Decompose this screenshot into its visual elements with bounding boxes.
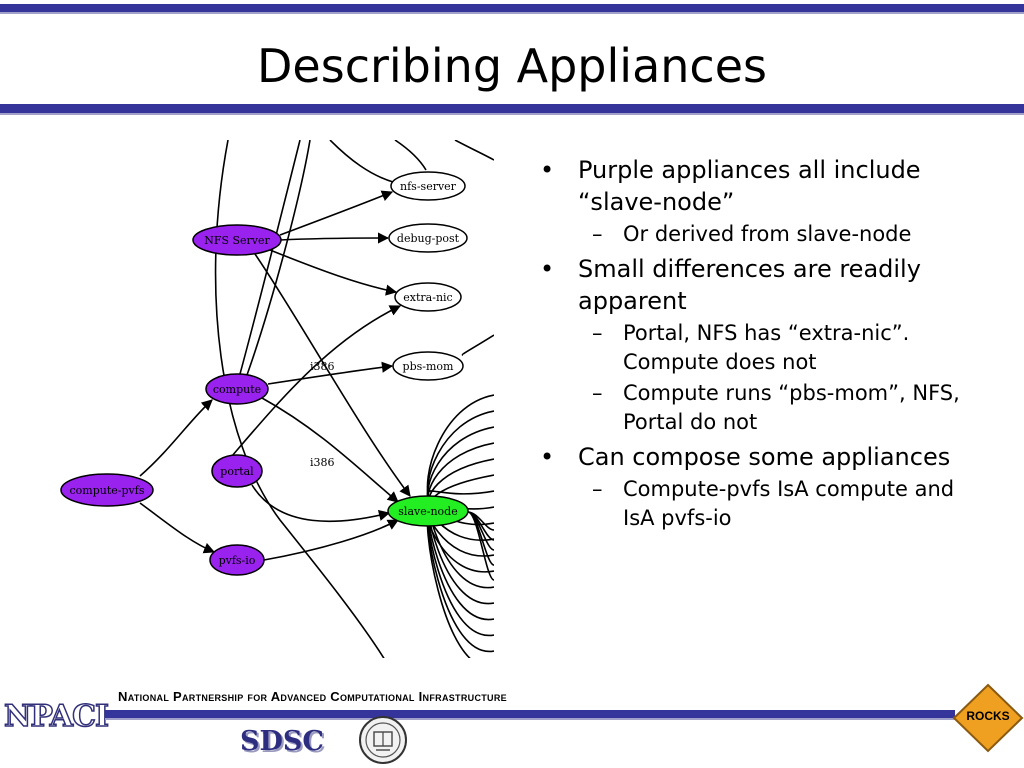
node-label: extra-nic — [403, 291, 452, 304]
dash-marker: – — [592, 381, 603, 405]
bullet-text: Compute runs “pbs-mom”, NFS, Portal do n… — [623, 381, 960, 434]
sub-bullet-item: –Or derived from slave-node — [540, 220, 980, 249]
bullet-text: Small differences are readily apparent — [578, 255, 921, 315]
node-label: NFS Server — [204, 234, 270, 247]
bullet-text: Compute-pvfs IsA compute and IsA pvfs-io — [623, 477, 955, 530]
node-label: pvfs-io — [219, 554, 256, 567]
graph-node: pbs-mom — [392, 351, 464, 381]
node-label: portal — [220, 465, 254, 478]
node-label: nfs-server — [400, 180, 457, 193]
graph-edge — [214, 140, 385, 658]
bullet-marker: • — [540, 443, 555, 471]
graph-node: portal — [211, 454, 263, 488]
dash-marker: – — [592, 477, 603, 501]
node-label: compute — [213, 383, 261, 396]
graph-edge — [251, 484, 391, 523]
bullet-text: Or derived from slave-node — [623, 222, 912, 246]
node-shape — [387, 495, 469, 527]
graph-edge — [231, 305, 402, 457]
graph-edge — [279, 190, 394, 236]
university-seal-icon — [359, 716, 407, 764]
npaci-logo: NPACI — [3, 698, 109, 735]
rocks-logo-icon — [952, 683, 1024, 753]
footer-org-name: National Partnership for Advanced Comput… — [118, 689, 507, 704]
node-shape — [192, 224, 282, 256]
graph-edge — [261, 397, 399, 503]
graph-node: compute-pvfs — [60, 473, 154, 507]
node-shape — [211, 454, 263, 488]
graph-edge — [139, 502, 216, 554]
sub-bullet-item: –Compute-pvfs IsA compute and IsA pvfs-i… — [540, 475, 980, 533]
top-divider-bar — [0, 4, 1024, 14]
graph-node: compute — [205, 373, 269, 405]
bullet-marker: • — [540, 255, 555, 283]
sub-bullet-item: –Compute runs “pbs-mom”, NFS, Portal do … — [540, 379, 980, 437]
bullet-item: • Can compose some appliances — [540, 441, 980, 473]
graph-edge — [426, 410, 494, 505]
appliance-graph: nfs-server debug-post extra-nic pbs-mom NFS … — [60, 140, 494, 658]
bullet-item: • Small differences are readily apparent — [540, 253, 980, 317]
graph-edge — [394, 140, 427, 171]
node-label: pbs-mom — [403, 360, 454, 373]
node-shape — [390, 171, 466, 201]
graph-node: slave-node — [387, 495, 469, 527]
bullet-text: Purple appliances all include “slave-nod… — [578, 156, 921, 216]
graph-node: nfs-server — [390, 171, 466, 201]
sub-bullet-item: –Portal, NFS has “extra-nic”. Compute do… — [540, 319, 980, 377]
bullet-list: • Purple appliances all include “slave-no… — [540, 150, 980, 533]
graph-edge — [461, 334, 494, 356]
node-shape — [388, 223, 468, 253]
node-shape — [205, 373, 269, 405]
graph-node: NFS Server — [192, 224, 282, 256]
graph-edge — [467, 511, 494, 581]
rocks-logo-text: ROCKS — [966, 709, 1010, 723]
footer-divider-bar — [105, 710, 955, 720]
node-shape — [209, 544, 265, 576]
graph-node: pvfs-io — [209, 544, 265, 576]
title-divider-bar — [0, 104, 1024, 115]
slide-title: Describing Appliances — [257, 39, 767, 93]
graph-edge — [139, 399, 213, 477]
graph-edge — [329, 140, 394, 183]
edge-label: i386 — [310, 360, 335, 373]
node-label: slave-node — [398, 505, 457, 518]
bullet-text: Can compose some appliances — [578, 443, 951, 471]
edge-label: i386 — [310, 456, 335, 469]
graph-edge — [269, 249, 398, 296]
graph-node: debug-post — [388, 223, 468, 253]
graph-edge — [239, 140, 301, 375]
bullet-item: • Purple appliances all include “slave-no… — [540, 154, 980, 218]
bullet-marker: • — [540, 156, 555, 184]
node-label: debug-post — [397, 232, 460, 245]
dash-marker: – — [592, 321, 603, 345]
sdsc-logo: SDSC — [240, 726, 324, 757]
bullet-text: Portal, NFS has “extra-nic”. Compute doe… — [623, 321, 910, 374]
graph-edge — [279, 232, 390, 244]
dash-marker: – — [592, 222, 603, 246]
graph-edge — [263, 519, 399, 561]
node-shape — [392, 351, 464, 381]
graph-node: extra-nic — [394, 282, 462, 312]
node-label: compute-pvfs — [70, 484, 145, 497]
node-shape — [60, 473, 154, 507]
graph-edge — [267, 361, 394, 385]
graph-edge — [426, 490, 494, 501]
node-shape — [394, 282, 462, 312]
graph-edge — [454, 140, 494, 161]
